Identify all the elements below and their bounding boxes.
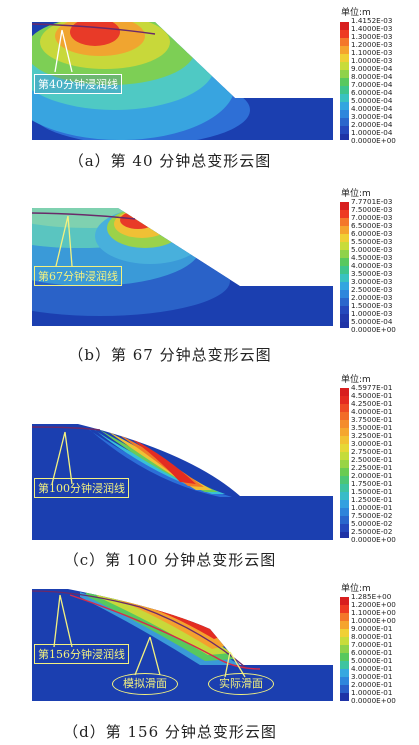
panel-b-colorbar <box>340 202 349 328</box>
cb-d-13: 0.0000E+00 <box>351 696 396 705</box>
panel-c-contour <box>31 388 349 540</box>
cb-d-2: 1.1000E+00 <box>351 608 396 617</box>
panel-d-caption: （d）第 156 分钟总变形云图 <box>63 723 277 741</box>
panel-d-simulated-slip-label: 模拟滑面 <box>112 673 178 695</box>
cb-c-12: 1.7500E-01 <box>351 479 393 488</box>
panel-a-caption: （a）第 40 分钟总变形云图 <box>68 152 272 170</box>
cb-b-6: 5.0000E-03 <box>351 245 393 254</box>
panel-a-contour <box>31 22 349 140</box>
cb-d-11: 2.0000E-01 <box>351 680 393 689</box>
panel-c: 单位:m 4.5977E-01 4.5000E-01 4.2500E-01 4.… <box>0 372 419 572</box>
cb-a-5: 1.0000E-03 <box>351 56 393 65</box>
panel-d-unit: 单位:m <box>341 584 371 594</box>
cb-a-7: 8.0000E-04 <box>351 72 393 81</box>
cb-a-10: 5.0000E-04 <box>351 96 393 105</box>
cb-b-12: 2.0000E-03 <box>351 293 393 302</box>
cb-a-4: 1.1000E-03 <box>351 48 393 57</box>
cb-d-10: 3.0000E-01 <box>351 672 393 681</box>
cb-a-8: 7.0000E-04 <box>351 80 393 89</box>
cb-b-5: 5.5000E-03 <box>351 237 393 246</box>
panel-d-colorbar <box>340 597 349 701</box>
cb-d-5: 8.0000E-01 <box>351 632 393 641</box>
cb-a-6: 9.0000E-04 <box>351 64 393 73</box>
cb-c-6: 3.2500E-01 <box>351 431 393 440</box>
cb-b-3: 6.5000E-03 <box>351 221 393 230</box>
cb-c-8: 2.7500E-01 <box>351 447 393 456</box>
panel-c-caption: （c）第 100 分钟总变形云图 <box>63 551 277 569</box>
cb-b-11: 2.5000E-03 <box>351 285 393 294</box>
cb-b-13: 1.5000E-03 <box>351 301 393 310</box>
panel-b-unit: 单位:m <box>341 189 371 199</box>
cb-a-12: 3.0000E-04 <box>351 112 393 121</box>
cb-d-8: 5.0000E-01 <box>351 656 393 665</box>
cb-b-1: 7.5000E-03 <box>351 205 393 214</box>
cb-d-0: 1.285E+00 <box>351 592 392 601</box>
panel-b-seepage-callout: 第67分钟浸润线 <box>34 266 122 286</box>
cb-d-3: 1.0000E+00 <box>351 616 396 625</box>
cb-a-0: 1.4152E-03 <box>351 16 393 25</box>
cb-c-17: 5.0000E-02 <box>351 519 393 528</box>
cb-a-15: 0.0000E+00 <box>351 136 396 145</box>
panel-d-seepage-callout: 第156分钟浸润线 <box>34 644 129 664</box>
cb-d-9: 4.0000E-01 <box>351 664 393 673</box>
panel-c-seepage-callout: 第100分钟浸润线 <box>34 478 129 498</box>
cb-d-7: 6.0000E-01 <box>351 648 393 657</box>
cb-b-8: 4.0000E-03 <box>351 261 393 270</box>
panel-c-colorbar <box>340 388 349 538</box>
panel-d-actual-slip-label: 实际滑面 <box>208 673 274 695</box>
cb-b-4: 6.0000E-03 <box>351 229 393 238</box>
cb-c-0: 4.5977E-01 <box>351 383 393 392</box>
panel-a-colorbar <box>340 22 349 140</box>
cb-b-9: 3.5000E-03 <box>351 269 393 278</box>
cb-b-16: 0.0000E+00 <box>351 325 396 334</box>
cb-a-2: 1.3000E-03 <box>351 32 393 41</box>
cb-c-2: 4.2500E-01 <box>351 399 393 408</box>
cb-c-14: 1.2500E-01 <box>351 495 393 504</box>
cb-b-7: 4.5000E-03 <box>351 253 393 262</box>
cb-c-13: 1.5000E-01 <box>351 487 393 496</box>
cb-c-10: 2.2500E-01 <box>351 463 393 472</box>
panel-b-caption: （b）第 67 分钟总变形云图 <box>68 346 272 364</box>
panel-c-unit: 单位:m <box>341 375 371 385</box>
cb-c-11: 2.0000E-01 <box>351 471 393 480</box>
cb-c-9: 2.5000E-01 <box>351 455 393 464</box>
cb-c-5: 3.5000E-01 <box>351 423 393 432</box>
cb-a-9: 6.0000E-04 <box>351 88 393 97</box>
panel-a-seepage-callout: 第40分钟浸润线 <box>34 74 122 94</box>
cb-b-15: 5.0000E-04 <box>351 317 393 326</box>
cb-b-10: 3.0000E-03 <box>351 277 393 286</box>
cb-c-16: 7.5000E-02 <box>351 511 393 520</box>
cb-b-14: 1.0000E-03 <box>351 309 393 318</box>
panel-d: 单位:m 1.285E+00 1.2000E+00 1.1000E+00 1.0… <box>0 577 419 745</box>
cb-c-15: 1.0000E-01 <box>351 503 393 512</box>
cb-c-3: 4.0000E-01 <box>351 407 393 416</box>
panel-b: 单位:m 7.7701E-03 7.5000E-03 7.0000E-03 6.… <box>0 186 419 370</box>
cb-b-2: 7.0000E-03 <box>351 213 393 222</box>
cb-c-19: 0.0000E+00 <box>351 535 396 544</box>
cb-a-11: 4.0000E-04 <box>351 104 393 113</box>
panel-b-contour <box>31 202 349 328</box>
cb-a-13: 2.0000E-04 <box>351 120 393 129</box>
cb-c-7: 3.0000E-01 <box>351 439 393 448</box>
cb-c-18: 2.5000E-02 <box>351 527 393 536</box>
cb-d-1: 1.2000E+00 <box>351 600 396 609</box>
cb-c-1: 4.5000E-01 <box>351 391 393 400</box>
cb-d-12: 1.0000E-01 <box>351 688 393 697</box>
panel-a: 单位:m 1.4152E-03 1.4000E-03 1.3000E-03 1.… <box>0 0 419 180</box>
cb-a-14: 1.0000E-04 <box>351 128 393 137</box>
cb-d-4: 9.0000E-01 <box>351 624 393 633</box>
cb-a-3: 1.2000E-03 <box>351 40 393 49</box>
panel-d-contour <box>31 589 349 701</box>
cb-d-6: 7.0000E-01 <box>351 640 393 649</box>
cb-b-0: 7.7701E-03 <box>351 197 393 206</box>
cb-a-1: 1.4000E-03 <box>351 24 393 33</box>
cb-c-4: 3.7500E-01 <box>351 415 393 424</box>
panel-a-unit: 单位:m <box>341 8 371 18</box>
